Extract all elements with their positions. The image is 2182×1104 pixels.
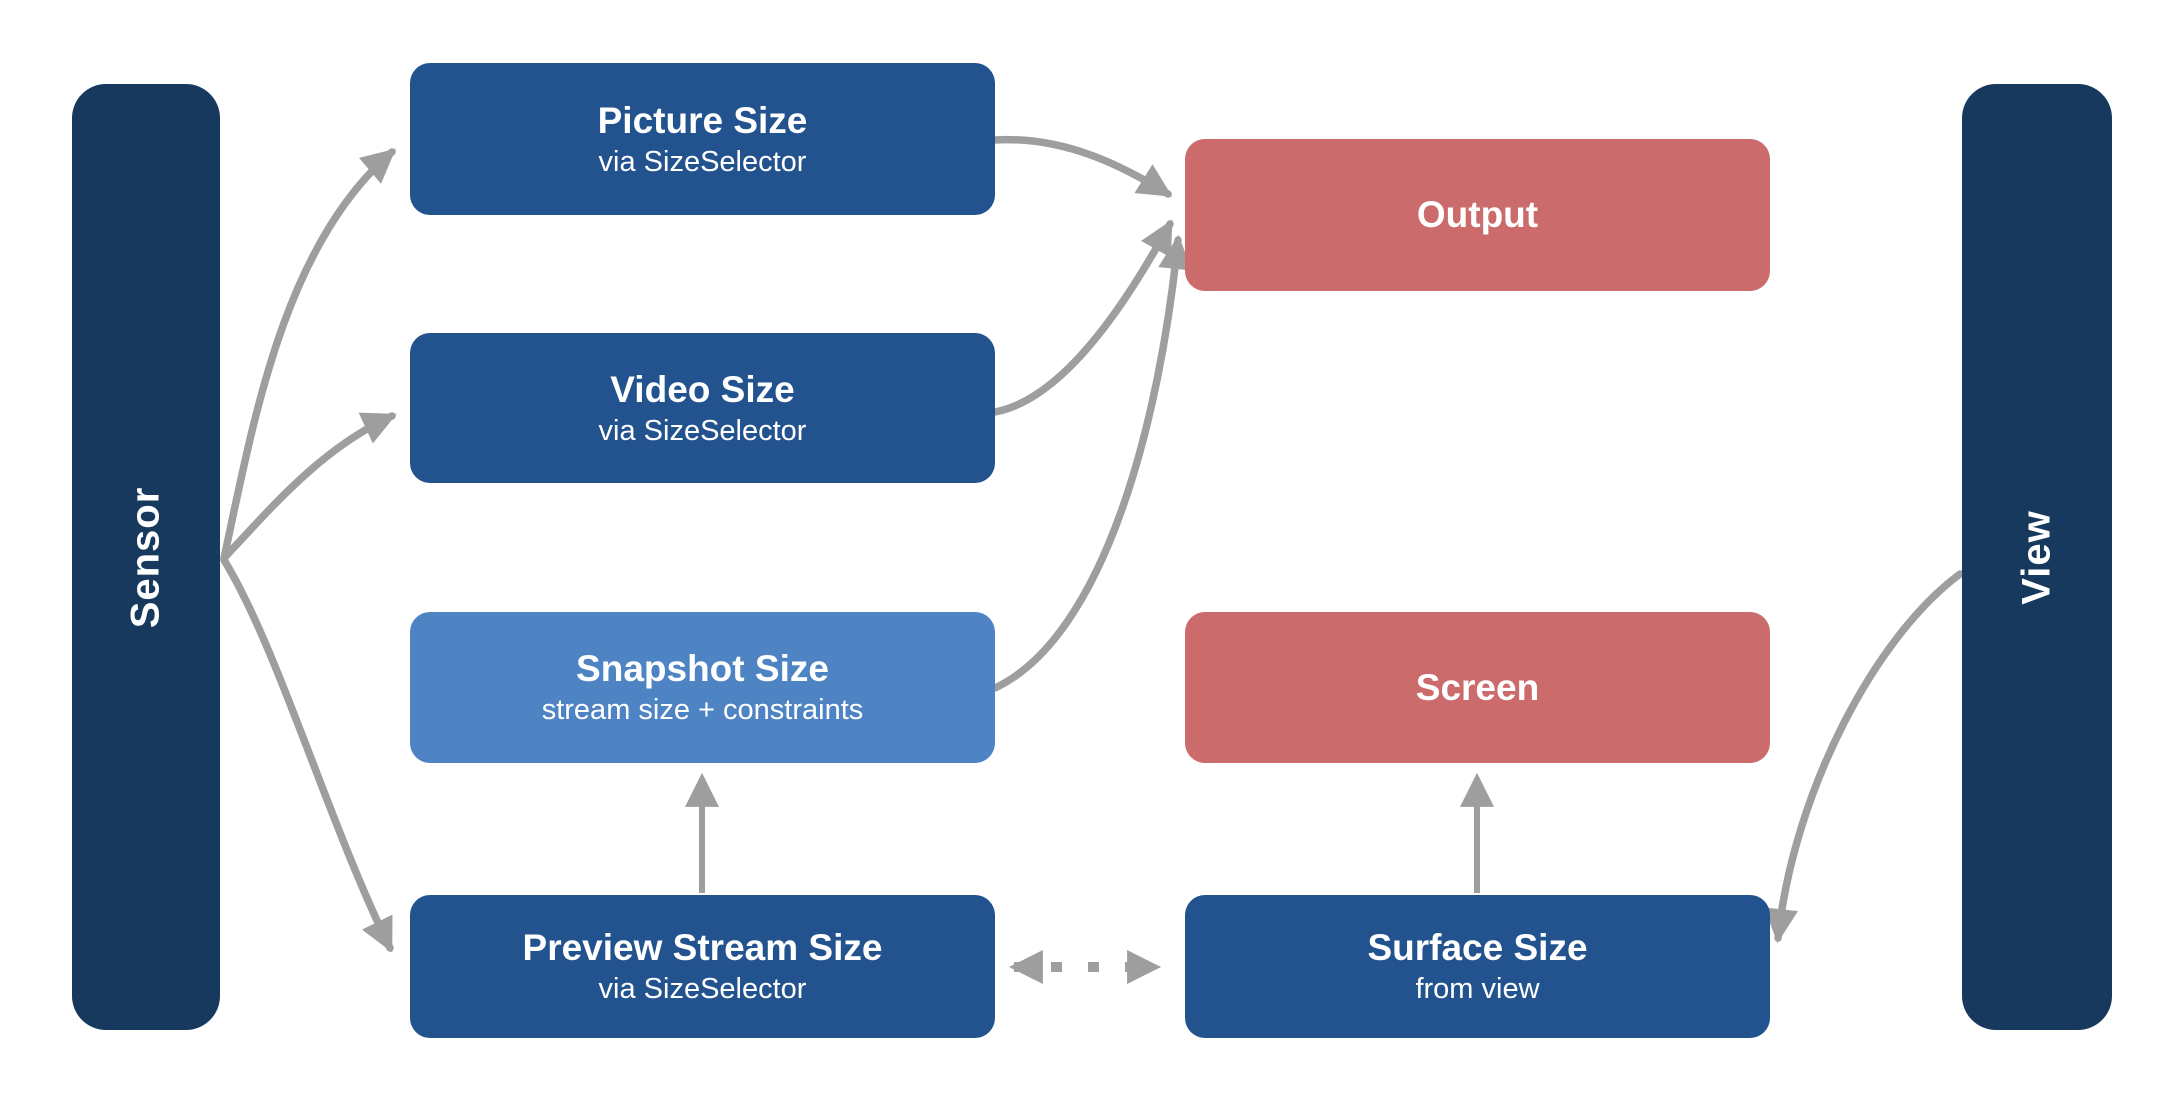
edge-view-to-surface-size xyxy=(1764,570,1964,944)
node-surface-size: Surface Size from view xyxy=(1185,895,1770,1038)
node-snapshot-size: Snapshot Size stream size + constraints xyxy=(410,612,995,763)
node-surface-size-title: Surface Size xyxy=(1367,927,1588,969)
node-snapshot-size-subtitle: stream size + constraints xyxy=(541,694,864,727)
node-preview-stream-size: Preview Stream Size via SizeSelector xyxy=(410,895,995,1038)
edge-sensor-to-preview-stream-size xyxy=(220,556,394,953)
edge-sensor-to-picture-size xyxy=(220,148,396,562)
node-picture-size-subtitle: via SizeSelector xyxy=(598,145,807,178)
view-rail: View xyxy=(1962,84,2112,1030)
node-surface-size-subtitle: from view xyxy=(1415,973,1540,1006)
node-preview-stream-size-title: Preview Stream Size xyxy=(522,927,883,969)
sensor-rail: Sensor xyxy=(72,84,220,1030)
node-preview-stream-size-subtitle: via SizeSelector xyxy=(598,973,807,1006)
view-rail-label: View xyxy=(2014,509,2059,605)
node-output-title: Output xyxy=(1416,194,1539,236)
node-screen-title: Screen xyxy=(1415,666,1540,708)
node-screen: Screen xyxy=(1185,612,1770,763)
edge-picture-size-to-output xyxy=(991,135,1173,198)
edge-video-size-to-output xyxy=(991,219,1174,416)
node-snapshot-size-title: Snapshot Size xyxy=(576,648,829,690)
node-video-size-subtitle: via SizeSelector xyxy=(598,414,807,447)
node-picture-size: Picture Size via SizeSelector xyxy=(410,63,995,215)
node-video-size: Video Size via SizeSelector xyxy=(410,333,995,483)
edge-snapshot-size-to-output xyxy=(991,234,1193,692)
node-output: Output xyxy=(1185,139,1770,291)
sensor-rail-label: Sensor xyxy=(123,486,168,628)
node-video-size-title: Video Size xyxy=(610,368,795,410)
node-picture-size-title: Picture Size xyxy=(597,99,808,141)
edge-sensor-to-video-size xyxy=(220,412,397,562)
